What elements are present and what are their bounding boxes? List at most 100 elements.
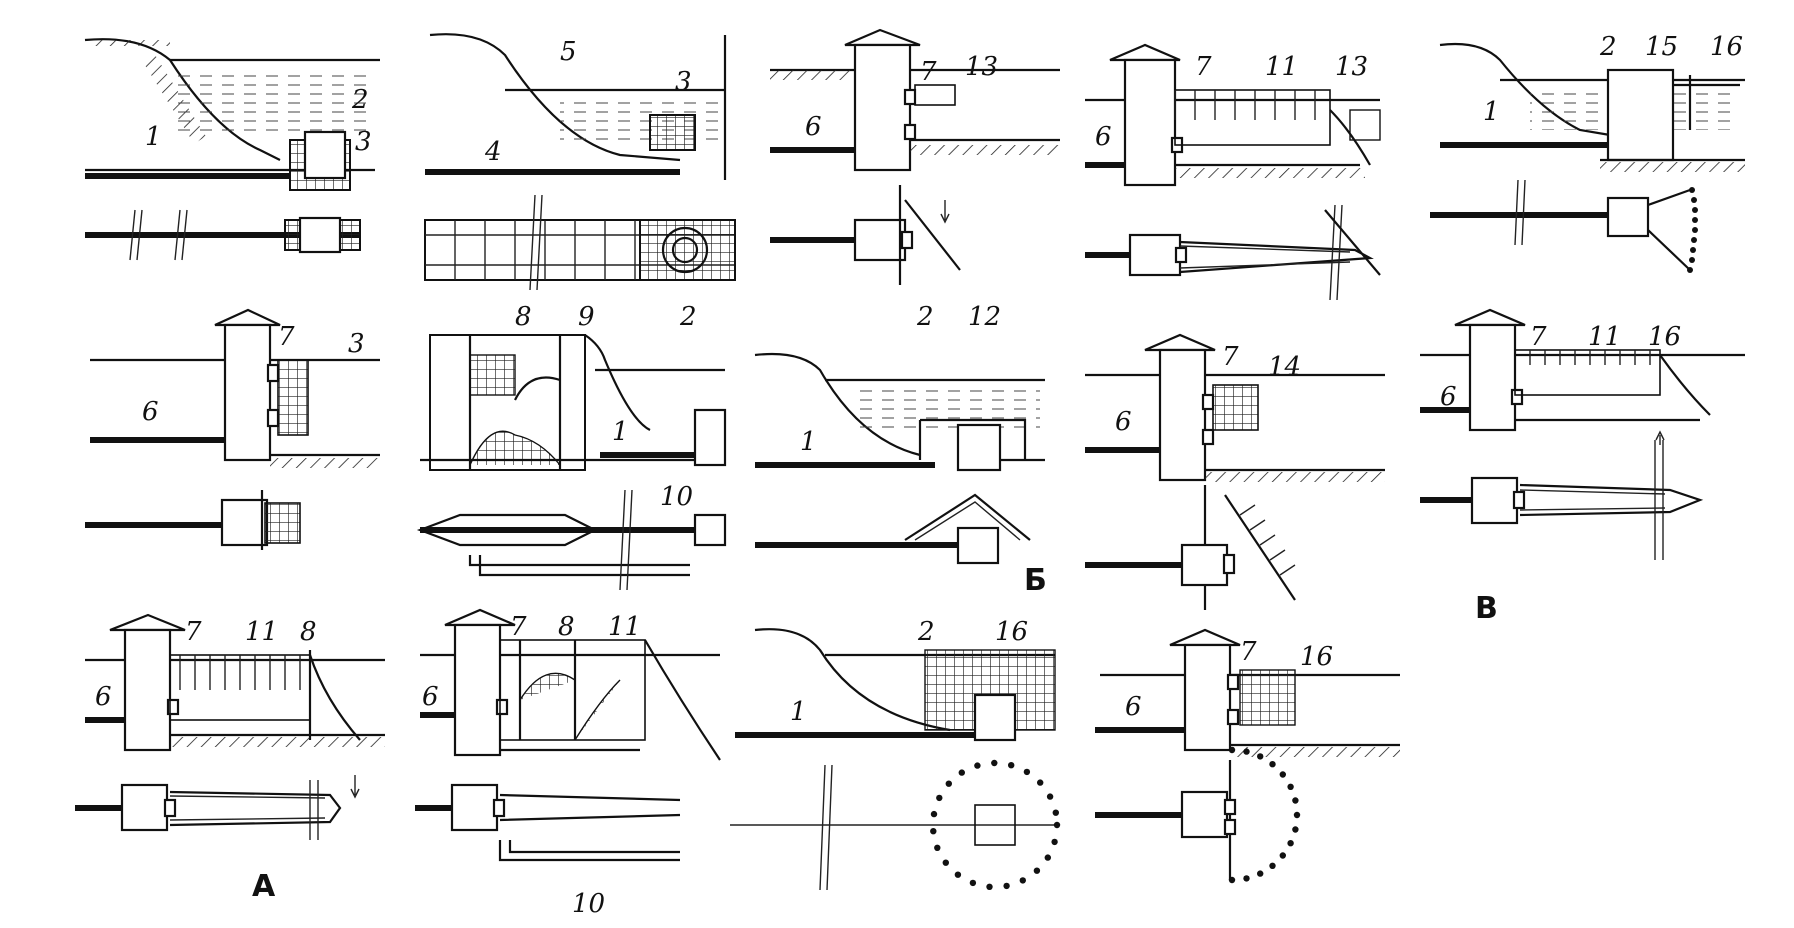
label-13-s4: 13 [1335, 52, 1368, 82]
dot [1044, 854, 1052, 861]
dotted-circle-r3c [930, 759, 1061, 890]
scheme-7-plan: 10 [416, 482, 727, 591]
dot [986, 883, 993, 890]
scheme-r3c-section: 2 16 1 [735, 617, 1056, 742]
label-13-s3: 13 [965, 52, 998, 82]
label-10-s811: 10 [572, 889, 605, 919]
label-8-sa: 8 [300, 617, 317, 647]
dot [1292, 797, 1299, 804]
dot [1287, 840, 1294, 847]
label-8-s7: 8 [515, 302, 532, 332]
scheme-c-section: 7 11 16 6 [1420, 308, 1745, 432]
label-1-s1: 1 [145, 122, 162, 152]
dot [1243, 748, 1250, 755]
dot [1008, 762, 1015, 769]
label-11-s4: 11 [1265, 52, 1298, 82]
dot [1023, 768, 1031, 776]
label-2-s7: 2 [679, 302, 697, 332]
scheme-1-section: 1 2 3 [84, 38, 380, 191]
dot [958, 769, 965, 776]
label-1-sr3c: 1 [790, 697, 807, 727]
dot [1257, 753, 1264, 760]
dot [930, 828, 937, 835]
dot [1269, 761, 1276, 768]
group-letter-b: Б [1024, 563, 1047, 598]
dot [1053, 821, 1061, 829]
scheme-c-plan: В [1420, 430, 1704, 626]
dot [1228, 876, 1236, 884]
dot [1051, 838, 1058, 846]
label-7-s811: 7 [510, 612, 527, 642]
dot [1269, 862, 1276, 869]
dot [936, 794, 943, 802]
label-10-s7: 10 [660, 482, 693, 512]
label-6-s6: 6 [142, 397, 159, 427]
label-6-s4: 6 [1095, 122, 1112, 152]
dotted-arc-s5 [1687, 187, 1698, 273]
label-16-sc: 16 [1648, 322, 1681, 352]
scheme-2-section: 5 3 4 [425, 33, 727, 180]
label-16-s5: 16 [1710, 32, 1743, 62]
dot [1287, 783, 1294, 790]
scheme-b-section: 2 12 1 [754, 302, 1045, 472]
dot [1292, 826, 1299, 833]
scheme-14-plan [1085, 485, 1296, 610]
scheme-a-section: 7 11 8 6 [85, 613, 385, 752]
label-9-s7: 9 [578, 302, 595, 332]
label-2-s1: 2 [351, 85, 369, 115]
dot [934, 844, 941, 851]
scheme-b-plan: Б [755, 493, 1047, 598]
label-7-s14: 7 [1222, 342, 1239, 372]
label-7-sa: 7 [185, 617, 202, 647]
label-16-sr3d: 16 [1300, 642, 1333, 672]
label-7-sc: 7 [1530, 322, 1547, 352]
label-14-s14: 14 [1268, 352, 1301, 382]
label-7-sr3d: 7 [1240, 637, 1257, 667]
dot [1003, 882, 1010, 890]
label-7-s4: 7 [1195, 52, 1212, 82]
label-6-s3: 6 [805, 112, 822, 142]
dot [1293, 811, 1301, 819]
dot [1279, 771, 1287, 778]
dot [1228, 746, 1236, 754]
scheme-6-plan [85, 490, 301, 550]
dot [1243, 875, 1250, 882]
label-2-sr3c: 2 [917, 617, 935, 647]
scheme-14-section: 7 14 6 [1085, 333, 1385, 482]
label-6-s811: 6 [422, 682, 439, 712]
group-letter-a: А [252, 869, 276, 904]
label-1-s7: 1 [612, 417, 629, 447]
label-2-s5: 2 [1599, 32, 1617, 62]
group-letter-c: В [1475, 591, 1498, 626]
label-1-sb: 1 [800, 427, 817, 457]
scheme-811-section: 7 8 11 6 [420, 608, 721, 761]
scheme-4-section: 7 11 13 6 [1085, 43, 1381, 187]
dot [1257, 870, 1264, 877]
label-6-sa: 6 [95, 682, 112, 712]
dot [1037, 779, 1044, 786]
scheme-6-section: 7 3 6 [90, 308, 380, 468]
scheme-5-section: 1 2 15 16 [1439, 32, 1745, 172]
label-8-s811: 8 [558, 612, 575, 642]
scheme-r3d-plan [1095, 746, 1301, 884]
label-3-s1: 3 [355, 127, 372, 157]
label-7-s3: 7 [920, 57, 937, 87]
label-1-s5: 1 [1483, 97, 1500, 127]
label-3-s2: 3 [675, 67, 692, 97]
label-16-sr3c: 16 [995, 617, 1028, 647]
dot [930, 810, 938, 818]
label-4-s2: 4 [484, 137, 502, 167]
scheme-1-plan [85, 209, 361, 261]
scheme-2-plan [424, 194, 736, 291]
dot [942, 859, 949, 866]
label-7-s6: 7 [278, 322, 295, 352]
dot [974, 762, 981, 769]
dot [1046, 793, 1054, 800]
label-11-s811: 11 [608, 612, 641, 642]
scheme-r3d-section: 7 16 6 [1095, 628, 1400, 757]
label-11-sa: 11 [245, 617, 278, 647]
label-11-sc: 11 [1588, 322, 1621, 352]
dot [954, 871, 962, 878]
